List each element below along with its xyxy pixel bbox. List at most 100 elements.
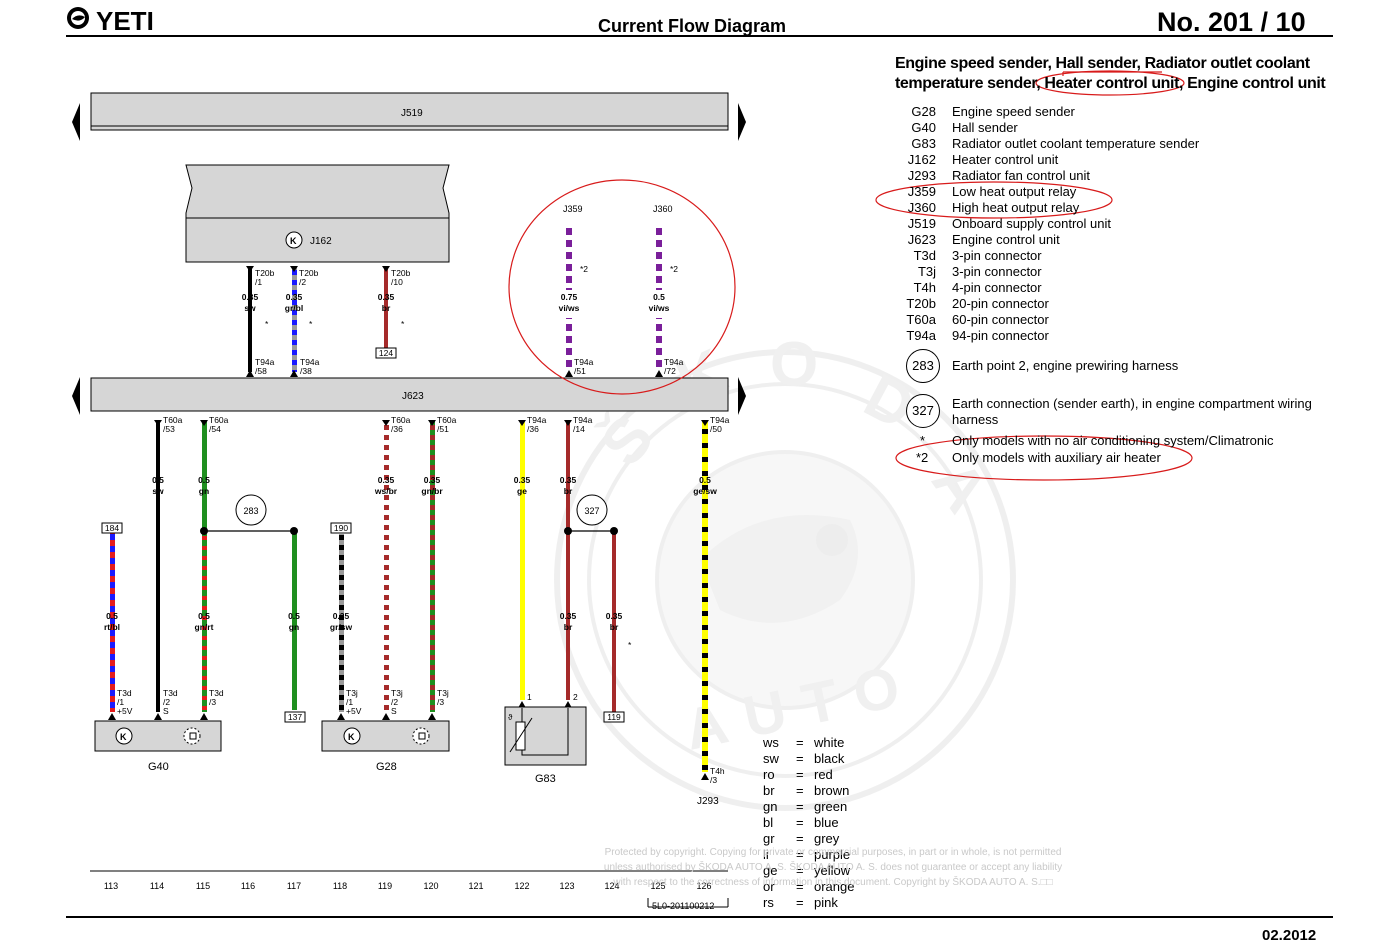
wire-colour-code: gn <box>289 622 299 632</box>
legend-description: Engine control unit <box>952 232 1060 247</box>
track-number: 125 <box>650 881 665 891</box>
wire-colour-code: gn/br <box>421 486 443 496</box>
engine-symbol-icon <box>285 231 303 249</box>
wire-size: 0.5 <box>198 611 210 621</box>
colour-name: pink <box>814 895 838 910</box>
wire-pin-number: /53 <box>163 424 175 434</box>
terminal-number: 2 <box>573 692 578 702</box>
g28-label: G28 <box>376 761 397 773</box>
end-pin-number: /51 <box>574 366 586 376</box>
track-number: 116 <box>241 881 255 891</box>
wire-pin-number: /54 <box>209 424 221 434</box>
footnote-code: *2 <box>916 450 929 465</box>
reference-box-label: 124 <box>379 348 393 358</box>
wire-size: 0.35 <box>514 475 531 485</box>
track-number: 122 <box>514 881 529 891</box>
j623-label: J623 <box>402 391 424 402</box>
wires-upper <box>246 228 663 377</box>
legend-description: Hall sender <box>952 120 1018 135</box>
legend-code: J359 <box>907 184 936 199</box>
end-pin-number: /1 <box>346 697 353 707</box>
legend-description: Onboard supply control unit <box>952 216 1111 231</box>
legend-description: Heater control unit <box>952 152 1059 167</box>
legend-description: High heat output relay <box>952 200 1080 215</box>
svg-text:K: K <box>120 732 127 742</box>
wire-colour-code: vi/ws <box>559 303 580 313</box>
wire-pin-number: /36 <box>527 424 539 434</box>
wire-colour-code: ge <box>517 486 527 496</box>
colour-equals: = <box>796 799 804 814</box>
wire-colour-code: gr/bl <box>285 303 303 313</box>
wire-colour-code: sw <box>152 486 164 496</box>
earth-point-327: 327 <box>584 506 599 516</box>
end-pin-label: T94a <box>664 357 684 367</box>
legend-description: Radiator fan control unit <box>952 168 1091 183</box>
wire-size: 0.35 <box>286 292 303 302</box>
j293-label: J293 <box>697 796 719 807</box>
wire-size: 0.35 <box>560 611 577 621</box>
colour-equals: = <box>796 735 804 750</box>
track-number: 113 <box>104 881 118 891</box>
track-number: 126 <box>696 881 711 891</box>
colour-equals: = <box>796 751 804 766</box>
colour-equals: = <box>796 783 804 798</box>
wire-colour-code: br <box>564 622 573 632</box>
signal-label: +5V <box>346 706 362 716</box>
wire-pin-number: /50 <box>710 424 722 434</box>
colour-name: yellow <box>814 863 851 878</box>
legend-code: G40 <box>911 120 936 135</box>
legend-code: T3d <box>913 248 936 263</box>
footnote-description: Only models with auxiliary air heater <box>952 450 1161 465</box>
earth-description: harness <box>952 412 999 427</box>
end-pin-label: T3d <box>163 688 178 698</box>
wire-pin-number: /14 <box>573 424 585 434</box>
end-pin-label: T94a <box>300 357 320 367</box>
footnote-marker: * <box>265 319 269 329</box>
document-reference: 5L0-201100212 <box>652 901 714 911</box>
wire-colour-code: gn/rt <box>195 622 214 632</box>
watermark-letter: Š <box>588 403 667 479</box>
wire-size: 0.75 <box>561 292 578 302</box>
wire-pin-label: T20b <box>255 268 275 278</box>
colour-abbreviation: br <box>763 783 775 798</box>
legend-description: 3-pin connector <box>952 248 1042 263</box>
colour-name: white <box>814 735 845 750</box>
end-pin-number: /1 <box>117 697 124 707</box>
colour-equals: = <box>796 895 804 910</box>
footnote-marker: *2 <box>580 264 588 274</box>
end-pin-number: /3 <box>209 697 216 707</box>
wire-size: 0.35 <box>242 292 259 302</box>
earth-point-283: 283 <box>243 506 258 516</box>
skoda-logo <box>67 7 89 29</box>
wire-colour-code: gn <box>199 486 209 496</box>
colour-equals: = <box>796 879 804 894</box>
footnote-marker: * <box>309 319 313 329</box>
track-number: 121 <box>468 881 483 891</box>
track-number: 124 <box>604 881 619 891</box>
footnote-description: Only models with no air conditioning sys… <box>952 433 1274 448</box>
wire-pin-label: T60a <box>391 415 411 425</box>
end-pin-label: T3j <box>346 688 358 698</box>
wire-pin-number: /10 <box>391 277 403 287</box>
end-pin-label: T94a <box>255 357 275 367</box>
colour-equals: = <box>796 815 804 830</box>
copyright-line-3: with respect to the correctness of infor… <box>613 877 1053 888</box>
wire-size: 0.5 <box>152 475 164 485</box>
wire-pin-label: T60a <box>163 415 183 425</box>
wire-colour-code: br <box>564 486 573 496</box>
j519-bus: J519 <box>72 92 746 141</box>
end-pin-label: T3j <box>391 688 403 698</box>
wire-colour-code: vi/ws <box>649 303 670 313</box>
title-line-2: temperature sender, Heater control unit,… <box>895 75 1326 92</box>
wire-size: 0.35 <box>424 475 441 485</box>
copyright-notice: Protected by copyright. Copying for priv… <box>568 845 1098 890</box>
colour-equals: = <box>796 831 804 846</box>
svg-text:K: K <box>290 236 297 246</box>
legend-description: Radiator outlet coolant temperature send… <box>952 136 1200 151</box>
title-line-1: Engine speed sender, Hall sender, Radiat… <box>895 55 1310 72</box>
footnote-marker: * <box>628 640 632 650</box>
terminal-number: 1 <box>527 692 532 702</box>
footnote-marker: *2 <box>670 264 678 274</box>
